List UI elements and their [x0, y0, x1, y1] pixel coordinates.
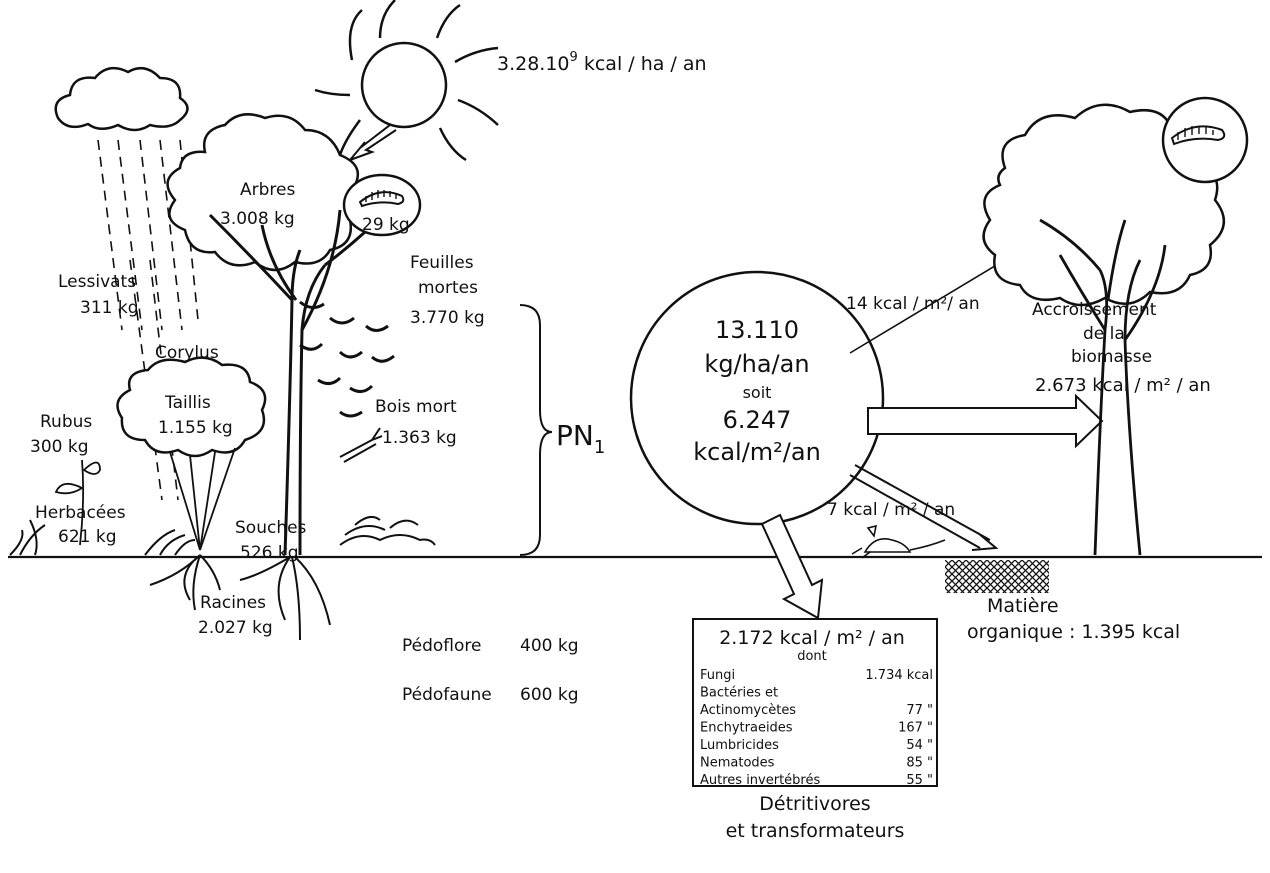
- stumps-value: 526 kg: [240, 543, 299, 563]
- dead-wood-value: 1.363 kg: [382, 428, 457, 448]
- pedofauna-label: Pédofaune: [402, 685, 492, 705]
- organic-matter-hatch: [945, 560, 1049, 593]
- herbaceous-label: Herbacées: [35, 503, 126, 523]
- decomposer-row-value: 77 ": [906, 703, 933, 718]
- organic-matter-value: organique : 1.395 kcal: [967, 621, 1180, 643]
- decomposer-row-name: Autres invertébrés: [700, 773, 820, 788]
- decomposer-row-value: 85 ": [906, 756, 933, 771]
- production-energy: 6.247: [723, 406, 792, 434]
- sun-arrow: [350, 125, 396, 160]
- biomass-flow-arrow: [868, 396, 1102, 446]
- pedofauna-value: 600 kg: [520, 685, 579, 705]
- dead-leaves-value: 3.770 kg: [410, 308, 485, 328]
- decomposer-row-value: 54 ": [906, 738, 933, 753]
- growth-label-3: biomasse: [1071, 347, 1152, 367]
- dead-wood-pile-icon: [340, 517, 435, 545]
- decomposer-flow-arrow: [762, 515, 822, 618]
- decomposer-row-name: Fungi: [700, 668, 735, 683]
- coppice-label: Taillis: [164, 393, 211, 413]
- decomposer-row-value: 167 ": [898, 721, 933, 736]
- leaching-value: 311 kg: [80, 298, 139, 318]
- dead-wood-branch-icon: [340, 428, 382, 462]
- leaching-label: Lessivats: [58, 272, 136, 292]
- decomposer-row-name: Nematodes: [700, 756, 775, 771]
- cloud-icon: [56, 68, 188, 130]
- decomposer-row-value: 55 ": [906, 773, 933, 788]
- growth-label-2: de la: [1083, 324, 1125, 344]
- pn-brace: [520, 305, 552, 555]
- dead-leaves-label-1: Feuilles: [410, 253, 474, 273]
- production-energy-unit: kcal/m²/an: [693, 438, 821, 466]
- roots-value: 2.027 kg: [198, 618, 273, 638]
- decomposer-total: 2.172 kcal / m² / an: [719, 627, 905, 649]
- rubus-value: 300 kg: [30, 437, 89, 457]
- herbaceous-value: 621 kg: [58, 527, 117, 547]
- decomposer-row-value: 1.734 kcal: [865, 668, 933, 683]
- growth-label-1: Accroissement: [1032, 300, 1157, 320]
- rubus-label: Rubus: [40, 412, 92, 432]
- pn-label: PN1: [556, 419, 605, 458]
- caterpillar-biomass: 29 kg: [362, 215, 410, 235]
- trees-label: Arbres: [240, 180, 295, 200]
- decomposer-dont: dont: [797, 649, 827, 664]
- organic-matter-label: Matière: [987, 595, 1059, 617]
- decomposer-row-name: Actinomycètes: [700, 703, 796, 718]
- sun-energy-label: 3.28.109 kcal / ha / an: [497, 50, 707, 75]
- pedoflora-label: Pédoflore: [402, 636, 481, 656]
- stumps-label: Souches: [235, 518, 307, 538]
- trees-value: 3.008 kg: [220, 209, 295, 229]
- mammal-flow-label: 7 kcal / m² / an: [827, 500, 955, 520]
- dead-wood-label: Bois mort: [375, 397, 457, 417]
- roots-label: Racines: [200, 593, 266, 613]
- growth-value: 2.673 kcal / m² / an: [1035, 375, 1211, 396]
- pedoflora-value: 400 kg: [520, 636, 579, 656]
- decomposer-caption-2: et transformateurs: [726, 820, 905, 842]
- production-soit: soit: [743, 383, 772, 402]
- sun-icon: [315, 0, 498, 160]
- coppice-value: 1.155 kg: [158, 418, 233, 438]
- production-mass: 13.110: [715, 316, 799, 344]
- mouse-icon: [852, 526, 945, 558]
- decomposer-caption-1: Détritivores: [759, 793, 870, 815]
- decomposer-row-name: Enchytraeides: [700, 721, 793, 736]
- coppice-stems: [170, 448, 235, 550]
- dead-leaves-label-2: mortes: [418, 278, 478, 298]
- herbivore-flow-label: 14 kcal / m²/ an: [846, 294, 980, 314]
- decomposer-row-name: Lumbricides: [700, 738, 779, 753]
- decomposer-row-name: Bactéries et: [700, 686, 778, 701]
- production-mass-unit: kg/ha/an: [704, 350, 809, 378]
